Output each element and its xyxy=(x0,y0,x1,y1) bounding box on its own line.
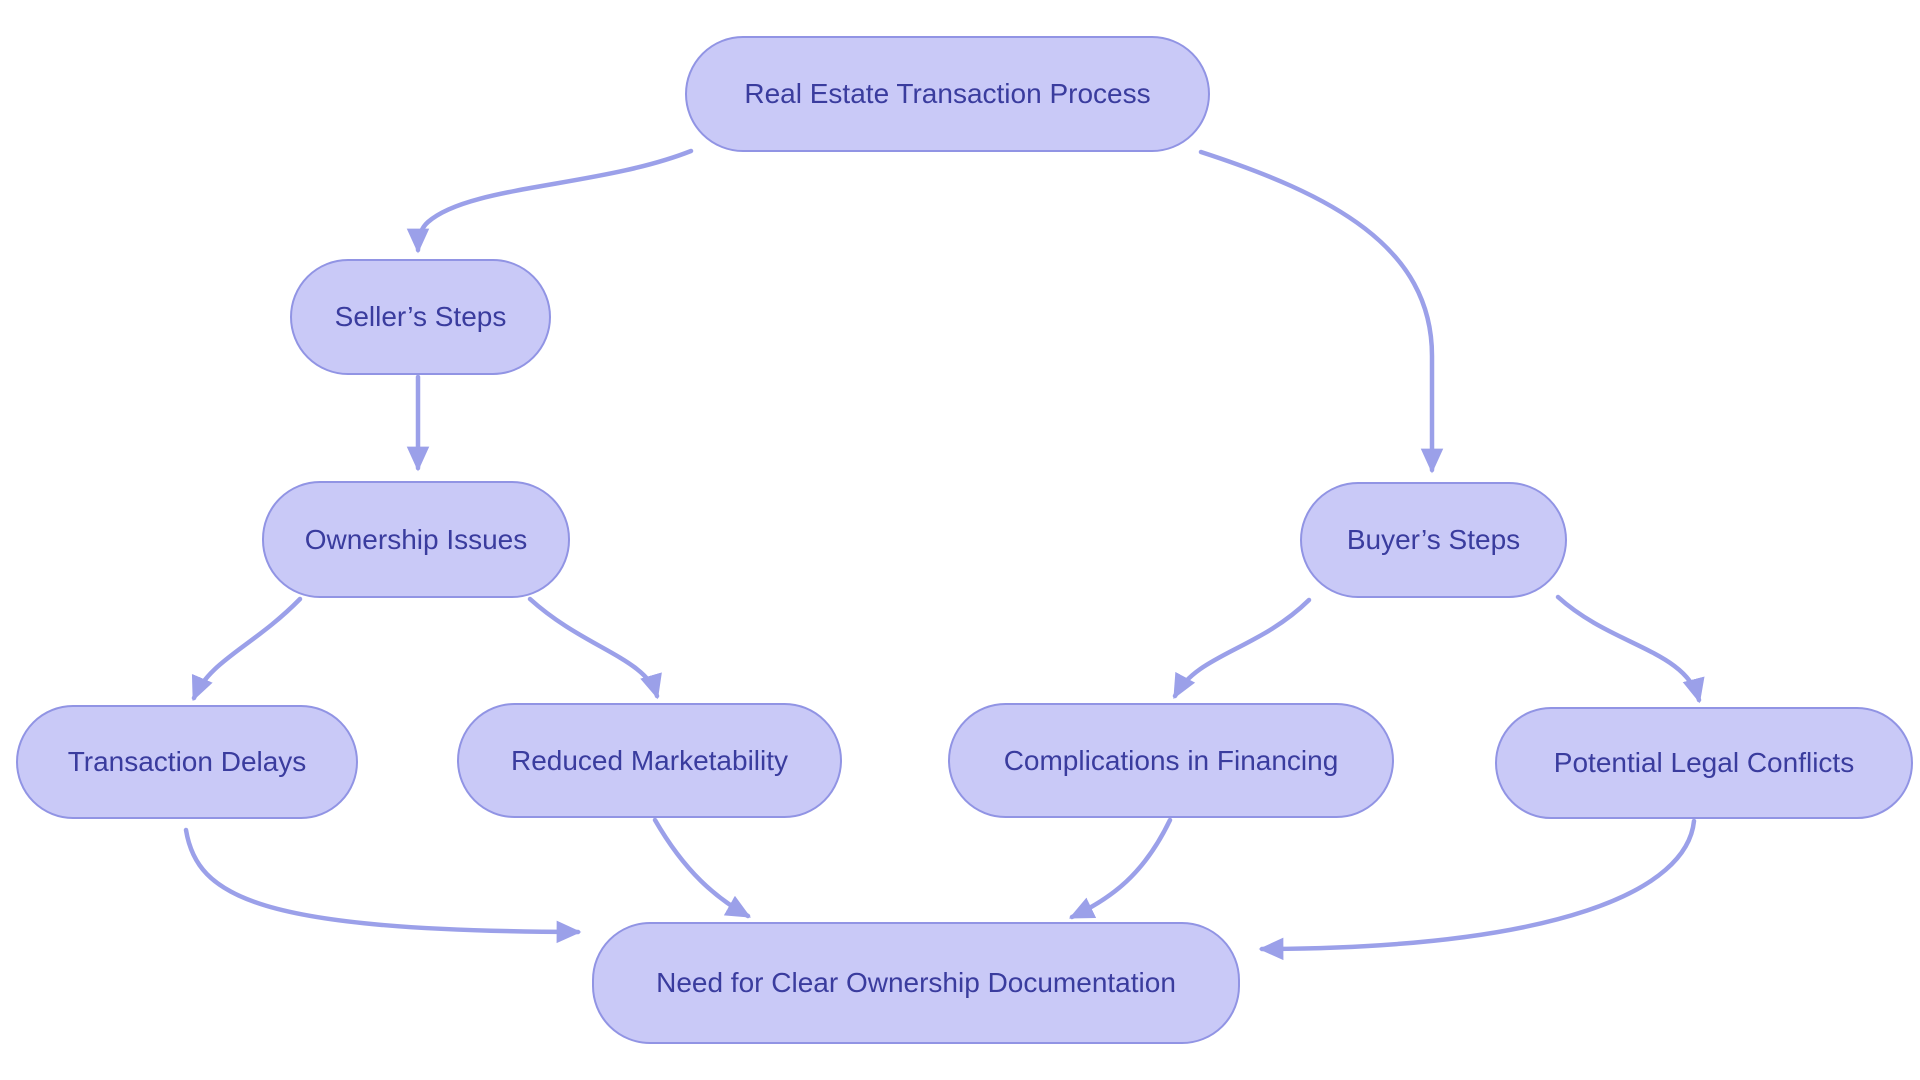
node-real-estate-transaction-process: Real Estate Transaction Process xyxy=(685,36,1210,152)
node-label: Transaction Delays xyxy=(67,746,307,778)
node-label: Real Estate Transaction Process xyxy=(744,78,1151,110)
node-label: Need for Clear Ownership Documentation xyxy=(656,967,1176,999)
edge-ownership-to-delays xyxy=(191,596,303,702)
node-label: Reduced Marketability xyxy=(510,744,789,776)
edge-ownership-to-marketability xyxy=(527,596,662,700)
node-complications-in-financing: Complications in Financing xyxy=(948,703,1394,818)
edge-real-estate-to-sellers xyxy=(406,148,694,254)
edge-delays-to-documentation xyxy=(183,827,582,944)
node-label: Buyer’s Steps xyxy=(1346,524,1521,556)
node-buyers-steps: Buyer’s Steps xyxy=(1300,482,1567,598)
node-label: Seller’s Steps xyxy=(334,301,507,333)
edge-real-estate-to-buyers xyxy=(1198,149,1444,474)
node-need-for-clear-ownership-documentation: Need for Clear Ownership Documentation xyxy=(592,922,1240,1044)
edge-conflicts-to-documentation xyxy=(1258,818,1697,961)
node-potential-legal-conflicts: Potential Legal Conflicts xyxy=(1495,707,1913,819)
node-label: Ownership Issues xyxy=(304,523,528,555)
node-label: Complications in Financing xyxy=(1003,744,1339,776)
edge-buyers-to-financing xyxy=(1172,597,1312,699)
node-sellers-steps: Seller’s Steps xyxy=(290,259,551,375)
node-label: Potential Legal Conflicts xyxy=(1553,747,1855,779)
edge-marketability-to-documentation xyxy=(652,817,751,919)
node-ownership-issues: Ownership Issues xyxy=(262,481,570,598)
edge-financing-to-documentation xyxy=(1068,817,1173,920)
node-reduced-marketability: Reduced Marketability xyxy=(457,703,842,818)
edge-buyers-to-conflicts xyxy=(1555,594,1705,704)
node-transaction-delays: Transaction Delays xyxy=(16,705,358,819)
